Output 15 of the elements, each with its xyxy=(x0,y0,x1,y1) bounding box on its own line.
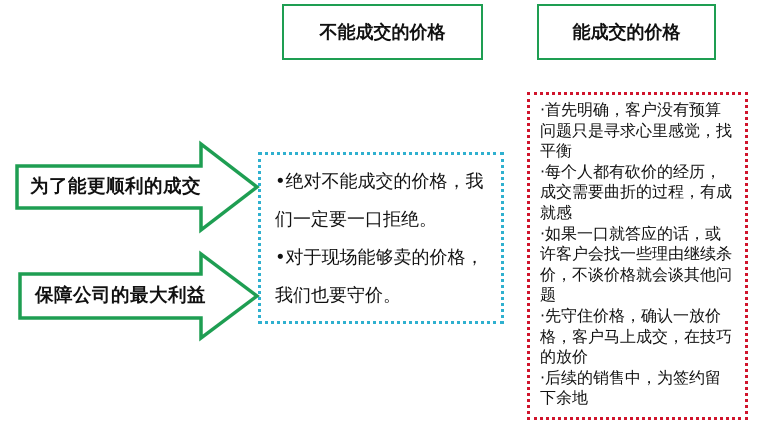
bullet-text: ·首先明确，客户没有预算问题只是寻求心里感觉，找平衡 xyxy=(540,100,733,162)
bullet-text: •绝对不能成交的价格，我们一定要一口拒绝。 xyxy=(275,170,485,232)
bullet-text: ·如果一口就答应的话，或许客户会找一些理由继续杀价，不谈价格就会谈其他问题 xyxy=(540,224,733,306)
column-heading: 不能成交的价格 xyxy=(320,21,446,44)
bullet-text: •对于现场能够卖的价格，我们也要守价。 xyxy=(275,246,485,308)
bullet-text: ·后续的销售中，为签约留下余地 xyxy=(540,368,722,409)
bullet-text: ·每个人都有砍价的经历，成交需要曲折的过程，有成就感 xyxy=(540,162,733,224)
column-heading: 能成交的价格 xyxy=(572,21,680,44)
text-panel xyxy=(258,152,504,324)
arrow-label: 保障公司的最大利益 xyxy=(35,287,206,306)
bullet-text: ·先守住价格，确认一放价格，客户马上成交，在技巧的放价 xyxy=(540,306,733,368)
heading-box xyxy=(537,4,716,60)
text-panel xyxy=(527,92,748,420)
heading-box xyxy=(282,4,483,60)
arrow-label: 为了能更顺利的成交 xyxy=(30,178,201,196)
